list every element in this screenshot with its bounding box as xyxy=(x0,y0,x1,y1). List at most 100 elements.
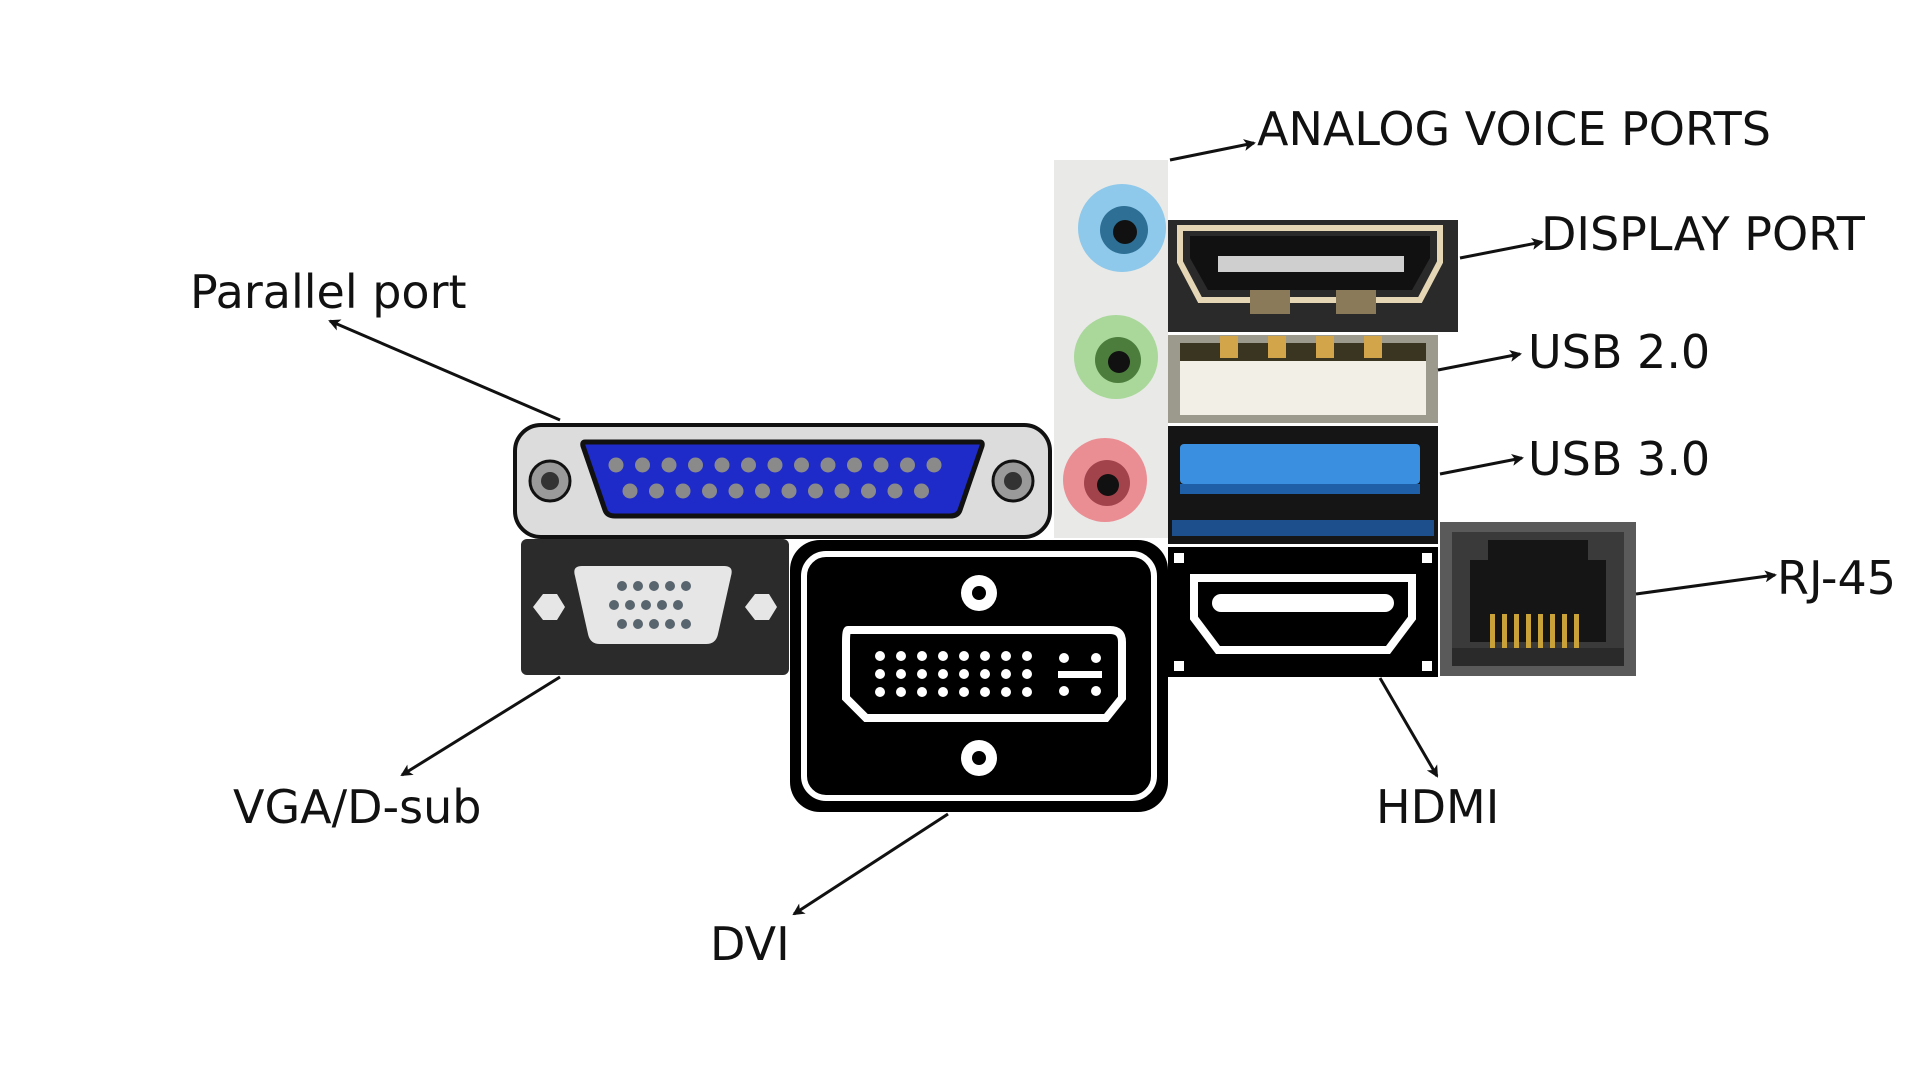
vga-pin xyxy=(673,600,683,610)
parallel-pin xyxy=(926,457,942,473)
vga-pin xyxy=(633,581,643,591)
dvi-pin xyxy=(875,687,885,697)
dvi-pin xyxy=(1001,651,1011,661)
arrow-parallel xyxy=(328,319,561,422)
arrow-displayport xyxy=(1459,238,1544,260)
vga-pin xyxy=(665,619,675,629)
parallel-pin xyxy=(635,457,650,473)
label-vga: VGA/D-sub xyxy=(233,780,481,834)
dvi-pin xyxy=(959,651,969,661)
parallel-pin xyxy=(741,457,756,473)
parallel-pin xyxy=(808,483,823,499)
label-analog-voice-ports: ANALOG VOICE PORTS xyxy=(1257,102,1771,156)
dvi-pin xyxy=(1022,651,1032,661)
dvi-pin xyxy=(896,687,906,697)
parallel-pin xyxy=(847,457,862,473)
vga-pin xyxy=(681,581,691,591)
dvi-pin xyxy=(917,651,927,661)
dvi-pin xyxy=(959,687,969,697)
dvi-pin xyxy=(875,651,885,661)
dvi-port-icon xyxy=(790,540,1168,812)
parallel-pin xyxy=(649,483,664,499)
dvi-pin xyxy=(938,669,948,679)
parallel-pin xyxy=(861,483,876,499)
arrow-hdmi xyxy=(1378,677,1439,778)
parallel-pin xyxy=(675,483,691,499)
arrow-analog xyxy=(1169,139,1256,162)
parallel-pin xyxy=(661,457,677,473)
arrow-usb3 xyxy=(1439,454,1524,476)
rj45-pin xyxy=(1514,614,1519,662)
parallel-pin xyxy=(820,457,836,473)
parallel-port-icon xyxy=(513,423,1052,539)
rj45-port-icon xyxy=(1440,522,1636,676)
vga-port-icon xyxy=(521,539,789,675)
parallel-pin xyxy=(702,483,717,499)
parallel-pin xyxy=(873,457,889,473)
rj45-pin xyxy=(1562,614,1567,662)
dvi-pin xyxy=(959,669,969,679)
vga-pin xyxy=(649,581,659,591)
arrow-vga xyxy=(400,675,561,777)
rj45-pin xyxy=(1538,614,1543,662)
dvi-pin xyxy=(1022,687,1032,697)
label-usb2: USB 2.0 xyxy=(1528,325,1710,379)
rj45-pin xyxy=(1490,614,1495,662)
vga-pin xyxy=(657,600,667,610)
parallel-pin xyxy=(914,483,929,499)
label-parallel-port: Parallel port xyxy=(190,265,467,319)
parallel-pin xyxy=(794,457,809,473)
parallel-pin xyxy=(781,483,797,499)
vga-pin xyxy=(665,581,675,591)
dvi-pin xyxy=(1001,687,1011,697)
dvi-pin xyxy=(917,687,927,697)
rj45-pin xyxy=(1526,614,1531,662)
rj45-pin xyxy=(1574,614,1579,662)
dvi-pin xyxy=(896,669,906,679)
dvi-pin xyxy=(980,687,990,697)
dvi-pin xyxy=(938,651,948,661)
label-usb3: USB 3.0 xyxy=(1528,432,1710,486)
dvi-pin xyxy=(1022,669,1032,679)
vga-pin xyxy=(681,619,691,629)
parallel-pin xyxy=(688,457,703,473)
rj45-pin xyxy=(1502,614,1507,662)
parallel-pin xyxy=(622,483,638,499)
audio-jacks-icon xyxy=(1054,160,1168,538)
dvi-pin xyxy=(875,669,885,679)
dvi-pin xyxy=(1001,669,1011,679)
vga-pin xyxy=(649,619,659,629)
vga-pin xyxy=(609,600,619,610)
callout-arrows xyxy=(328,139,1777,916)
rj45-pin xyxy=(1550,614,1555,662)
dvi-pin xyxy=(896,651,906,661)
label-hdmi: HDMI xyxy=(1376,780,1499,834)
usb2-port-icon xyxy=(1168,335,1438,423)
displayport-icon xyxy=(1168,220,1458,332)
label-dvi: DVI xyxy=(710,917,790,971)
vga-pin xyxy=(617,581,627,591)
parallel-pin xyxy=(755,483,770,499)
parallel-pin xyxy=(900,457,915,473)
dvi-pin xyxy=(938,687,948,697)
usb3-port-icon xyxy=(1168,426,1438,544)
parallel-pin xyxy=(767,457,783,473)
arrow-dvi xyxy=(792,812,949,916)
arrow-usb2 xyxy=(1437,350,1522,372)
vga-pin xyxy=(617,619,627,629)
arrow-rj45 xyxy=(1635,570,1777,596)
label-rj45: RJ-45 xyxy=(1777,551,1896,605)
dvi-pin xyxy=(917,669,927,679)
parallel-pin xyxy=(608,457,624,473)
parallel-pin xyxy=(834,483,850,499)
vga-pin xyxy=(625,600,635,610)
parallel-pin xyxy=(714,457,730,473)
hdmi-port-icon xyxy=(1168,547,1438,677)
parallel-pin xyxy=(728,483,744,499)
vga-pin xyxy=(633,619,643,629)
vga-pin xyxy=(641,600,651,610)
label-display-port: DISPLAY PORT xyxy=(1541,207,1866,261)
dvi-pin xyxy=(980,651,990,661)
